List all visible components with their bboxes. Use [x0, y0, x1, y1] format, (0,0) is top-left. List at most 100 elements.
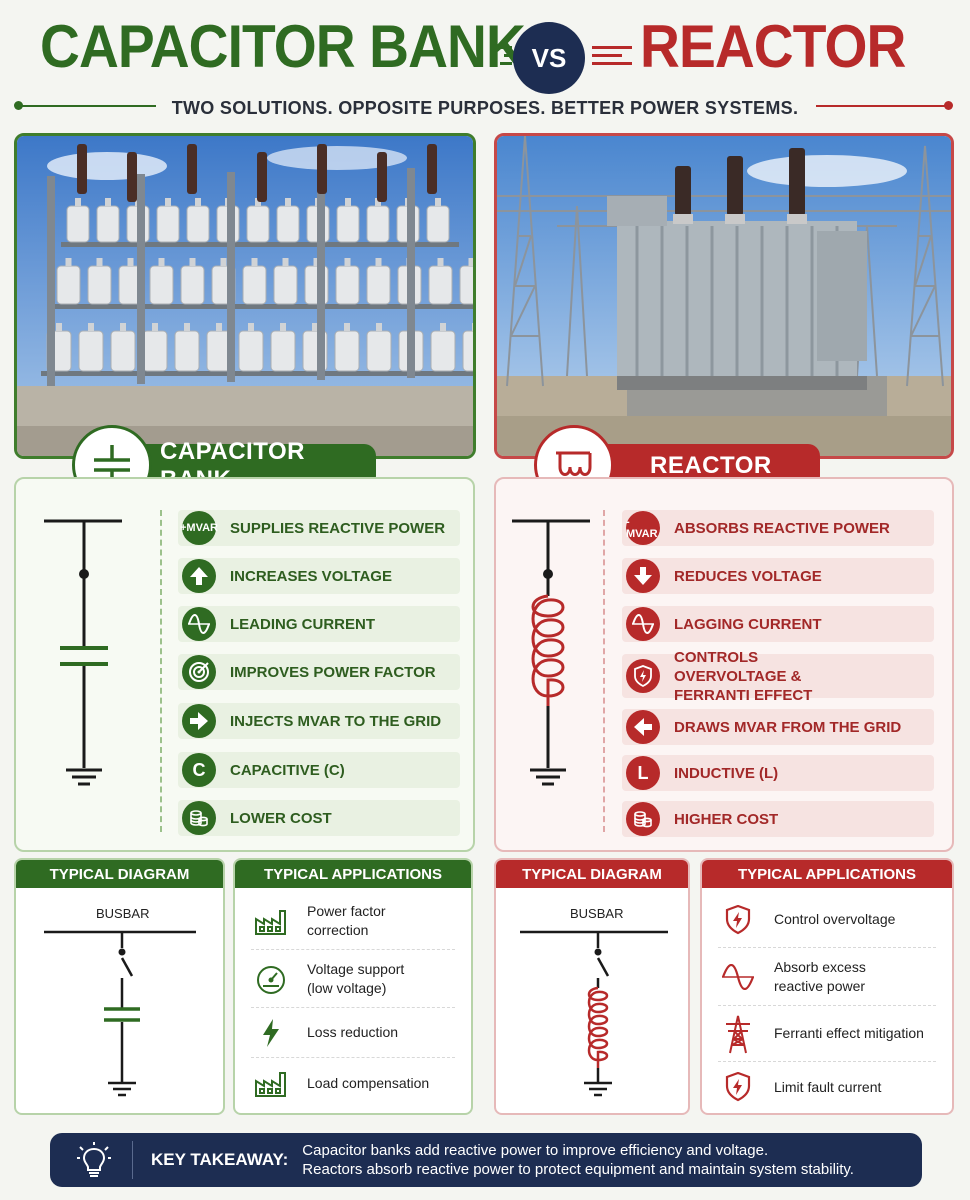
reactor-typical-diagram-box: TYPICAL DIAGRAM BUSBAR: [494, 858, 690, 1115]
capacitor-feature-6: LOWER COST: [178, 800, 460, 836]
capacitor-feature-label: INCREASES VOLTAGE: [230, 567, 392, 585]
capacitor-feature-label: SUPPLIES REACTIVE POWER: [230, 519, 446, 537]
shield-bolt-icon: [718, 904, 758, 935]
reactor-feature-label: DRAWS MVAR FROM THE GRID: [674, 718, 902, 736]
capacitor-feature-4: INJECTS MVAR TO THE GRID: [178, 703, 460, 739]
subtitle: TWO SOLUTIONS. OPPOSITE PURPOSES. BETTER…: [171, 98, 799, 118]
key-takeaway-line-1: Capacitor banks add reactive power to im…: [302, 1142, 769, 1159]
capacitor-bank-photo: [14, 133, 476, 459]
takeaway-divider: [132, 1141, 133, 1179]
capacitor-feature-label: IMPROVES POWER FACTOR: [230, 663, 436, 681]
key-takeaway-text: Capacitor banks add reactive power to im…: [302, 1141, 854, 1179]
plus-mvar-icon: +MVAR: [180, 511, 218, 545]
lightning-icon: [251, 1018, 291, 1048]
capacitor-feature-label: LEADING CURRENT: [230, 615, 375, 633]
capacitor-single-line-diagram: [44, 519, 122, 786]
factory-icon: [251, 1069, 291, 1097]
sine-wave-icon: [182, 607, 216, 641]
reactor-busbar-label: BUSBAR: [570, 906, 624, 921]
capacitor-feature-label: LOWER COST: [230, 809, 332, 827]
reactor-feature-label: ABSORBS REACTIVE POWER: [674, 519, 890, 537]
letter-c-icon: C: [182, 753, 216, 787]
reactor-application-label: Limit fault current: [774, 1078, 882, 1095]
shield-bolt-icon: [626, 659, 660, 693]
capacitor-feature-0: +MVAR SUPPLIES REACTIVE POWER: [178, 510, 460, 546]
reactor-typical-diagram: [520, 930, 668, 1097]
capacitor-feature-5: C CAPACITIVE (C): [178, 752, 460, 788]
reactor-applications-box: TYPICAL APPLICATIONS Control overvoltage…: [700, 858, 954, 1115]
reactor-single-line-diagram: [512, 519, 590, 786]
reactor-feature-label: LAGGING CURRENT: [674, 615, 822, 633]
transmission-tower-icon: [718, 1014, 758, 1054]
title-divider-right: [592, 46, 632, 65]
reactor-banner-label: REACTOR: [650, 452, 772, 479]
reactor-title: REACTOR: [640, 13, 906, 80]
reactor-application-0: Control overvoltage: [718, 892, 936, 948]
letter-l-icon: L: [626, 756, 660, 790]
reactor-application-3: Limit fault current: [718, 1062, 936, 1112]
reactor-application-1: Absorb excess reactive power: [718, 948, 936, 1006]
subtitle-line-right: [816, 105, 948, 107]
capacitor-diagram-title: TYPICAL DIAGRAM: [16, 860, 223, 888]
arrow-down-icon: [626, 559, 660, 593]
capacitor-application-label: Power factor correction: [307, 902, 386, 938]
subtitle-line-left: [16, 105, 156, 107]
capacitor-applications-box: TYPICAL APPLICATIONS Power factor correc…: [233, 858, 473, 1115]
reactor-feature-5: L INDUCTIVE (L): [622, 755, 934, 791]
reactor-feature-2: LAGGING CURRENT: [622, 606, 934, 642]
reactor-feature-label: INDUCTIVE (L): [674, 764, 779, 782]
reactor-feature-6: HIGHER COST: [622, 801, 934, 837]
capacitor-feature-3: IMPROVES POWER FACTOR: [178, 654, 460, 690]
capacitor-feature-2: LEADING CURRENT: [178, 606, 460, 642]
coins-icon: [182, 801, 216, 835]
reactor-feature-rail: [603, 510, 605, 832]
subtitle-dot-right: [944, 101, 953, 110]
reactor-application-label: Ferranti effect mitigation: [774, 1025, 924, 1041]
capacitor-application-3: Load compensation: [251, 1058, 455, 1108]
arrow-left-icon: [626, 710, 660, 744]
reactor-applications-title: TYPICAL APPLICATIONS: [702, 860, 952, 888]
reactor-feature-1: REDUCES VOLTAGE: [622, 558, 934, 594]
capacitor-application-label: Load compensation: [307, 1074, 430, 1091]
capacitor-applications-title: TYPICAL APPLICATIONS: [235, 860, 471, 888]
subtitle-dot-left: [14, 101, 23, 110]
sine-wave-icon: [718, 963, 758, 990]
factory-icon: [251, 907, 291, 935]
reactor-application-2: Ferranti effect mitigation: [718, 1006, 936, 1062]
key-takeaway-banner: KEY TAKEAWAY: Capacitor banks add reacti…: [50, 1133, 922, 1187]
arrow-right-icon: [182, 704, 216, 738]
reactor-feature-label: HIGHER COST: [674, 810, 779, 828]
lightbulb-icon: [74, 1141, 114, 1179]
reactor-feature-label: CONTROLS OVERVOLTAGE & FERRANTI EFFECT: [674, 648, 813, 704]
capacitor-application-2: Loss reduction: [251, 1008, 455, 1058]
capacitor-typical-diagram-box: TYPICAL DIAGRAM BUSBAR: [14, 858, 225, 1115]
target-icon: [182, 655, 216, 689]
reactor-application-label: Absorb excess reactive power: [774, 958, 866, 994]
capacitor-typical-diagram: [44, 930, 196, 1097]
capacitor-application-label: Loss reduction: [307, 1024, 399, 1040]
arrow-up-icon: [182, 559, 216, 593]
reactor-diagram-title: TYPICAL DIAGRAM: [496, 860, 688, 888]
title-divider-left: [500, 46, 512, 65]
capacitor-application-label: Voltage support (low voltage): [307, 960, 405, 996]
capacitor-feature-rail: [160, 510, 162, 832]
reactor-feature-0: -MVAR ABSORBS REACTIVE POWER: [622, 510, 934, 546]
reactor-application-label: Control overvoltage: [774, 911, 896, 927]
minus-mvar-icon: -MVAR: [626, 511, 660, 545]
reactor-feature-3: CONTROLS OVERVOLTAGE & FERRANTI EFFECT: [622, 649, 934, 704]
gauge-icon: [251, 964, 291, 994]
key-takeaway-line-2: Reactors absorb reactive power to protec…: [302, 1161, 854, 1178]
capacitor-busbar-label: BUSBAR: [96, 906, 150, 921]
reactor-feature-label: REDUCES VOLTAGE: [674, 567, 822, 585]
capacitor-application-1: Voltage support (low voltage): [251, 950, 455, 1008]
vs-badge: VS: [513, 22, 585, 94]
capacitor-feature-label: INJECTS MVAR TO THE GRID: [230, 712, 442, 730]
capacitor-application-0: Power factor correction: [251, 892, 455, 950]
capacitor-bank-title: CAPACITOR BANK: [40, 13, 526, 80]
capacitor-feature-1: INCREASES VOLTAGE: [178, 558, 460, 594]
shield-bolt-icon: [718, 1072, 758, 1102]
capacitor-racks: [41, 144, 473, 386]
reactor-feature-4: DRAWS MVAR FROM THE GRID: [622, 709, 934, 745]
key-takeaway-label: KEY TAKEAWAY:: [151, 1150, 289, 1169]
reactor-photo: [494, 133, 954, 459]
